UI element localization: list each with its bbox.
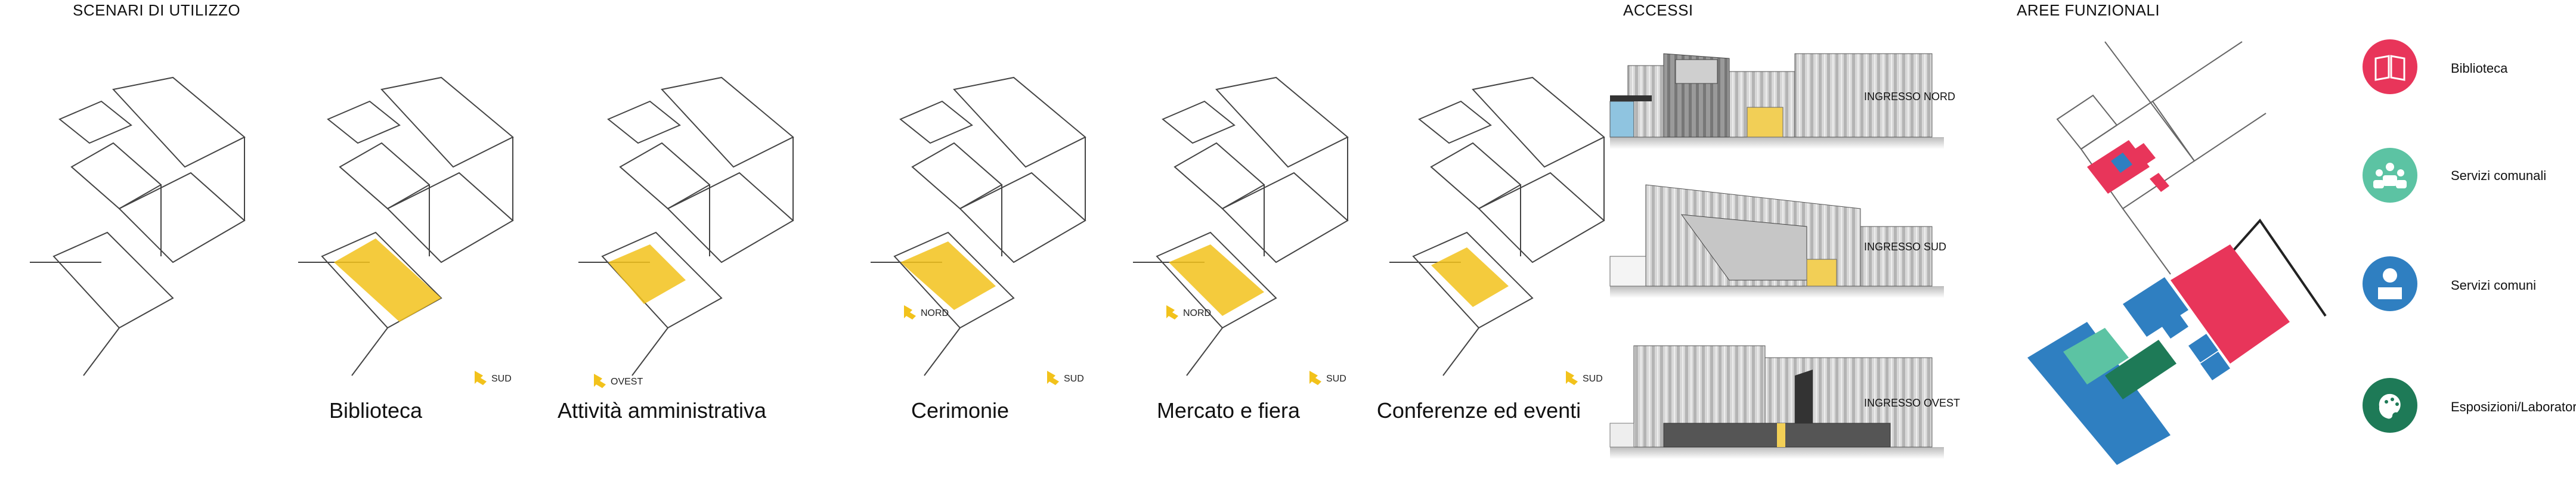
functional-areas-plan — [2015, 41, 2327, 465]
legend-servizi-comunali-swatch — [2361, 147, 2419, 204]
legend-label-servizi-comuni: Servizi comuni — [2451, 278, 2537, 293]
highlight-area-4 — [1169, 244, 1264, 316]
arrow-icon — [904, 305, 916, 320]
palette-icon — [2363, 378, 2417, 433]
entrance-sud-elevation — [1609, 179, 1992, 298]
arrow-icon — [594, 374, 606, 388]
arrow-icon — [1309, 371, 1321, 385]
scenario-label-cerimonie: Cerimonie — [911, 398, 1010, 423]
legend-esposizioni-swatch — [2361, 377, 2419, 434]
entrance-nord-elevation — [1609, 48, 1992, 149]
accessi-title: ACCESSI — [1623, 1, 1693, 19]
legend-label-servizi-comunali: Servizi comunali — [2451, 168, 2547, 183]
arrow-icon — [1566, 371, 1578, 385]
entrance-ovest-label: INGRESSO OVEST — [1864, 397, 1961, 409]
direction-label-sud: SUD — [491, 374, 512, 384]
building-sud-drawing — [1609, 184, 1944, 298]
highlight-area-2 — [608, 244, 686, 304]
legend-label-esposizioni: Esposizioni/Laboratori — [2451, 399, 2576, 414]
direction-label-ovest: OVEST — [611, 377, 643, 387]
entrance-sud-label: INGRESSO SUD — [1864, 241, 1947, 253]
scenari-title: SCENARI DI UTILIZZO — [73, 1, 241, 19]
direction-label-sud: SUD — [1064, 374, 1084, 384]
legend-servizi-comuni-swatch — [2361, 255, 2419, 312]
arrow-icon — [475, 371, 487, 385]
direction-label-sud: SUD — [1326, 374, 1346, 384]
entrance-nord-label: INGRESSO NORD — [1864, 91, 1956, 103]
scenario-diagram-5: SUD — [1389, 76, 1605, 385]
building-ovest-drawing — [1609, 345, 1944, 459]
highlight-area-1 — [334, 238, 441, 322]
people-icon — [2363, 148, 2417, 203]
aree-title: AREE FUNZIONALI — [2017, 1, 2160, 19]
direction-label-nord: NORD — [921, 308, 949, 318]
direction-label-sud: SUD — [1583, 374, 1603, 384]
book-icon — [2363, 39, 2417, 94]
scenario-diagram-4: NORD SUD — [1133, 76, 1349, 385]
arrow-icon — [1047, 371, 1059, 385]
scenario-diagram-2: OVEST — [578, 76, 794, 388]
scenario-label-attivita: Attività amministrativa — [557, 398, 767, 423]
scenario-label-biblioteca: Biblioteca — [329, 398, 423, 423]
scenario-label-conferenze: Conferenze ed eventi — [1376, 398, 1581, 423]
direction-label-nord: NORD — [1183, 308, 1211, 318]
highlight-area-5 — [1431, 247, 1509, 307]
legend-label-biblioteca: Biblioteca — [2451, 61, 2508, 76]
scenario-diagram-3: NORD SUD — [871, 76, 1086, 385]
scenario-diagram-0 — [30, 76, 246, 376]
entrance-ovest-elevation — [1609, 340, 1992, 459]
person-desk-icon — [2363, 256, 2417, 311]
highlight-area-3 — [900, 241, 996, 310]
functional-plan-drawing — [2027, 41, 2327, 465]
legend-biblioteca-swatch — [2361, 38, 2419, 95]
scenario-label-mercato: Mercato e fiera — [1156, 398, 1301, 423]
building-nord-drawing — [1609, 53, 1944, 149]
scenario-diagram-1: SUD — [298, 76, 514, 385]
arrow-icon — [1166, 305, 1178, 320]
